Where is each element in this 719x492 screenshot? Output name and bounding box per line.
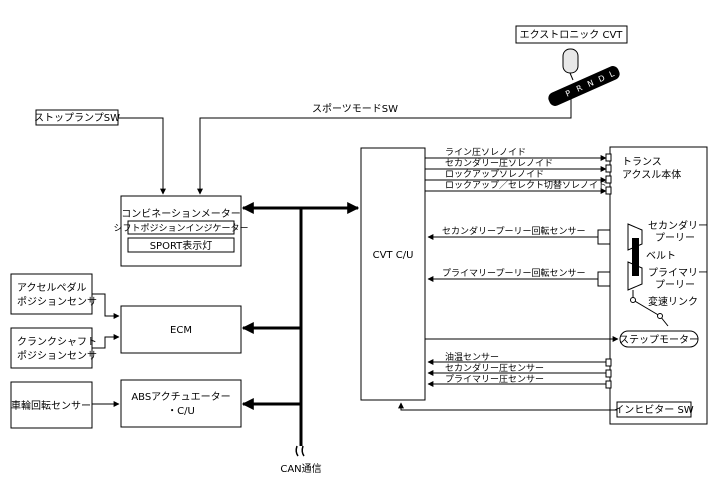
shift-gate-icon: P R N D L xyxy=(548,66,620,106)
abs-actuator-box xyxy=(120,379,242,428)
abs-actuator-label-1: ABSアクチュエーター xyxy=(131,391,230,403)
lockup-select-solenoid-label: ロックアップ／セレクト切替ソレノイド xyxy=(445,179,607,191)
combination-meter-label: コンビネーションメーター xyxy=(121,208,241,220)
ecm-label: ECM xyxy=(170,325,192,336)
crankshaft-sensor-box xyxy=(10,327,93,369)
sensor-lines xyxy=(427,358,612,389)
accel-pedal-sensor-label-2: ポジションセンサ xyxy=(17,296,97,308)
crankshaft-sensor-label-2: ポジションセンサ xyxy=(17,350,97,362)
line-pressure-solenoid-label: ライン圧ソレノイド xyxy=(445,147,526,158)
primary-pulley-sensor-label: プライマリープーリー回転センサー xyxy=(442,268,585,279)
can-label: CAN通信 xyxy=(280,463,321,475)
ecvt-shifter: エクストロニック CVT P R N D L xyxy=(515,25,628,106)
sport-lamp-label: SPORT表示灯 xyxy=(150,239,213,252)
secondary-pulley-sensor-icon xyxy=(597,229,611,245)
cvt-cu-box xyxy=(360,147,426,401)
ecvt-label: エクストロニック CVT xyxy=(520,29,624,41)
svg-text:N: N xyxy=(586,78,595,89)
ecvt-label-box xyxy=(515,25,628,44)
shift-knob-icon xyxy=(562,48,579,74)
pulley-belt-icon xyxy=(627,223,669,327)
step-motor-box xyxy=(619,330,699,348)
accel-pedal-sensor-label-1: アクセルペダル xyxy=(17,281,87,294)
svg-text:L: L xyxy=(608,69,616,79)
shift-indicator-box xyxy=(127,220,235,235)
abs-actuator-label-2: ・C/U xyxy=(167,406,195,417)
lockup-solenoid-label: ロックアップソレノイド xyxy=(445,169,544,180)
belt-label: ベルト xyxy=(646,250,676,262)
wheel-speed-sensor-box xyxy=(10,381,93,429)
transaxle-label-2: アクスル本体 xyxy=(622,168,681,181)
secondary-pulley-label-1: セカンダリー xyxy=(648,219,708,232)
secondary-pulley-label-2: プーリー xyxy=(655,232,695,244)
wheel-speed-sensor-label: 車輪回転センサー xyxy=(11,399,91,412)
sport-lamp-box xyxy=(127,237,235,253)
transaxle-label-1: トランス xyxy=(622,156,662,168)
shift-link-label: 変速リンク xyxy=(648,295,698,308)
svg-text:R: R xyxy=(575,83,584,94)
cvt-cu-label: CVT C/U xyxy=(373,250,414,261)
can-bus xyxy=(241,202,360,457)
shift-indicator-label: シフトポジションインジケーター xyxy=(113,223,248,234)
secondary-pressure-sensor-label: セカンダリー圧センサー xyxy=(445,362,544,374)
primary-pulley-label-2: プーリー xyxy=(655,279,695,291)
oil-temp-sensor-label: 油温センサー xyxy=(445,351,499,363)
primary-pulley-sensor-icon xyxy=(597,271,611,287)
sport-mode-sw-label: スポーツモードSW xyxy=(312,103,398,115)
inhibitor-sw-label: インヒビター SW xyxy=(614,404,694,416)
accel-pedal-sensor-box xyxy=(10,273,93,315)
stop-lamp-sw-label: ストップランプSW xyxy=(34,112,120,124)
secondary-pulley-sensor-label: セカンダリープーリー回転センサー xyxy=(442,225,585,237)
transaxle-body xyxy=(609,146,708,425)
step-motor-label: ステップモーター xyxy=(619,334,699,346)
primary-pressure-sensor-label: プライマリー圧センサー xyxy=(445,374,544,385)
secondary-pressure-solenoid-label: セカンダリー圧ソレノイド xyxy=(445,157,553,169)
svg-text:D: D xyxy=(597,73,606,84)
crankshaft-sensor-label-1: クランクシャフト xyxy=(17,336,97,348)
primary-pulley-label-1: プライマリー xyxy=(648,267,708,279)
svg-text:P: P xyxy=(564,88,572,98)
solenoid-lines xyxy=(425,153,612,195)
ecm-box xyxy=(120,305,242,354)
